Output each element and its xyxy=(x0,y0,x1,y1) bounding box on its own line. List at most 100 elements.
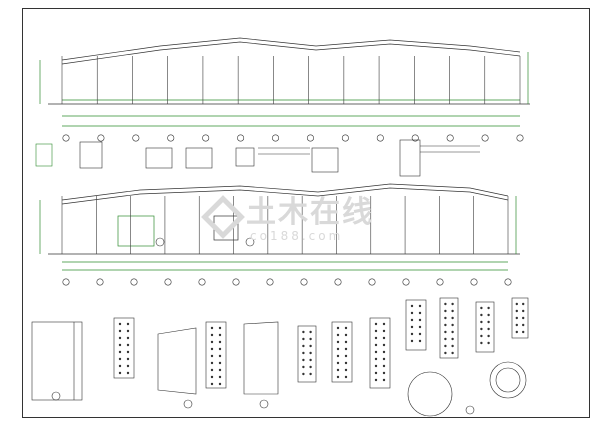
bolt xyxy=(218,361,222,365)
bolt xyxy=(210,347,214,351)
bolt xyxy=(118,357,122,361)
bolt xyxy=(418,332,422,336)
axis-bubble xyxy=(334,278,342,286)
bolt xyxy=(451,302,454,306)
bolt xyxy=(374,357,378,361)
axis-bubble xyxy=(446,134,454,142)
detail-marker-6 xyxy=(245,237,255,247)
detail-markers xyxy=(51,237,475,415)
bolt xyxy=(444,309,447,313)
bolt xyxy=(302,337,305,341)
bolt xyxy=(302,358,305,362)
bottom-detail-row xyxy=(31,321,527,417)
detail-marker-4 xyxy=(465,405,475,415)
upper-frame-elevation xyxy=(39,37,530,127)
bolt-plate xyxy=(405,299,427,351)
axis-bubble xyxy=(481,134,489,142)
bolt xyxy=(410,304,414,308)
upper-roof-line xyxy=(61,37,521,61)
bolt xyxy=(444,344,447,348)
axis-bubble xyxy=(376,134,384,142)
bolt xyxy=(336,375,340,379)
axis-bubble xyxy=(411,134,419,142)
detail-box-5 xyxy=(235,147,255,167)
bolt xyxy=(515,330,518,334)
bolt xyxy=(382,350,386,354)
axis-bubble xyxy=(306,134,314,142)
axis-bubble xyxy=(232,278,240,286)
bolt-groups xyxy=(113,297,529,389)
lower-roof-line-inner xyxy=(61,187,509,205)
base-plate-circle-2-inner xyxy=(495,367,521,393)
bolt xyxy=(218,347,222,351)
bolt xyxy=(374,336,378,340)
bolt xyxy=(418,311,422,315)
bolt xyxy=(344,340,348,344)
bolt xyxy=(118,322,122,326)
bolt xyxy=(210,368,214,372)
middle-detail-row xyxy=(35,139,480,177)
bolt xyxy=(418,325,422,329)
lower-mesh-detail xyxy=(117,215,155,247)
bolt xyxy=(522,302,525,306)
bolt xyxy=(118,364,122,368)
sheet-border xyxy=(22,8,590,418)
axis-bubble xyxy=(167,134,175,142)
bolt xyxy=(218,382,222,386)
bolt xyxy=(515,309,518,313)
bolt xyxy=(444,302,447,306)
bolt xyxy=(218,333,222,337)
axis-bubble xyxy=(436,278,444,286)
axis-bubble xyxy=(198,278,206,286)
bolt xyxy=(522,309,525,313)
bolt xyxy=(487,320,490,324)
bolt xyxy=(126,364,130,368)
bolt xyxy=(309,344,312,348)
bolt xyxy=(126,322,130,326)
bolt xyxy=(480,320,483,324)
bolt xyxy=(522,323,525,327)
bolt xyxy=(382,329,386,333)
axis-bubble xyxy=(300,278,308,286)
bolt xyxy=(451,337,454,341)
bolt xyxy=(218,326,222,330)
detail-marker-1 xyxy=(51,391,61,401)
bolt xyxy=(382,371,386,375)
bolt-plate xyxy=(205,321,227,389)
bolt xyxy=(451,351,454,355)
bolt xyxy=(410,339,414,343)
bolt xyxy=(382,322,386,326)
bolt xyxy=(444,316,447,320)
bolt xyxy=(118,329,122,333)
lower-columns xyxy=(61,196,509,254)
bolt xyxy=(382,378,386,382)
bolt xyxy=(410,318,414,322)
bolt xyxy=(418,318,422,322)
bolt xyxy=(444,323,447,327)
bolt xyxy=(218,375,222,379)
bolt xyxy=(382,364,386,368)
bolt xyxy=(302,365,305,369)
detail-box-4 xyxy=(185,147,213,169)
bolt xyxy=(480,327,483,331)
axis-bubble xyxy=(97,134,105,142)
bolt xyxy=(309,351,312,355)
bolt-plate xyxy=(369,317,391,389)
bolt xyxy=(126,350,130,354)
bolt-plate xyxy=(297,325,317,383)
bolt xyxy=(336,361,340,365)
lower-roof-line xyxy=(61,183,509,201)
bolt xyxy=(451,316,454,320)
axis-bubble xyxy=(516,134,524,142)
detail-marker-3 xyxy=(259,399,269,409)
bolt xyxy=(302,372,305,376)
bolt xyxy=(210,326,214,330)
bolt xyxy=(344,368,348,372)
axis-bubble xyxy=(504,278,512,286)
axis-bubble xyxy=(341,134,349,142)
bolt xyxy=(410,311,414,315)
bolt xyxy=(118,371,122,375)
axis-bubble xyxy=(62,278,70,286)
